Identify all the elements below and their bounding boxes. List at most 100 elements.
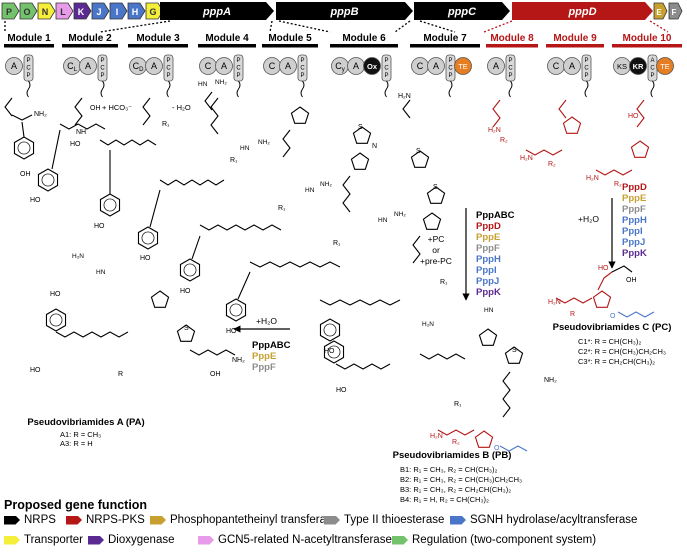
domain-label: Cy bbox=[335, 61, 345, 73]
enzyme-label-pb: PppD bbox=[476, 221, 501, 232]
pcp-domain: PCP bbox=[381, 54, 392, 98]
domain-label: KS bbox=[617, 62, 627, 71]
a-domain: A bbox=[5, 57, 23, 75]
gene-label: pppA bbox=[202, 6, 231, 18]
atom-label: OH bbox=[210, 371, 221, 378]
domain-label: A bbox=[285, 61, 291, 71]
pcp-domain: PCP bbox=[97, 54, 108, 98]
module-label: Module 8 bbox=[490, 33, 534, 44]
gene-letter: E bbox=[656, 8, 662, 17]
ks-domain: KS bbox=[613, 57, 631, 75]
aromatic-circle bbox=[49, 313, 63, 327]
gene-letter: L bbox=[60, 7, 66, 17]
aromatic-circle bbox=[327, 345, 341, 359]
gene-letter: G bbox=[149, 7, 156, 17]
gene-arrow-o: O bbox=[19, 2, 38, 20]
pa-variant: A3: R = H bbox=[60, 439, 93, 448]
atom-label: H₂N bbox=[586, 175, 599, 182]
domain-label: A bbox=[151, 61, 157, 71]
atom-label: N bbox=[372, 143, 377, 150]
atom-label: HN bbox=[378, 217, 388, 224]
atom-label: HN bbox=[484, 307, 494, 314]
ox-domain: Ox bbox=[363, 57, 381, 75]
carrier-letter: P bbox=[384, 73, 388, 79]
five-membered-ring bbox=[176, 324, 196, 342]
atom-label: HO bbox=[30, 197, 41, 204]
pc-variant: C2*: R = CH(CH₃)CH₂CH₃ bbox=[578, 347, 666, 356]
c-domain: C bbox=[199, 57, 217, 75]
gene-letter: I bbox=[116, 7, 119, 17]
atom-label: HO bbox=[324, 348, 335, 355]
atom-label: NH₂ bbox=[544, 377, 557, 384]
bond-chain bbox=[335, 363, 391, 370]
benzene-ring bbox=[99, 193, 121, 217]
gene-module-connector bbox=[419, 20, 456, 33]
pb-variant: B1: R₁ = CH₃, R₂ = CH(CH₃)₂ bbox=[400, 465, 497, 474]
carrier-letter: C bbox=[300, 66, 305, 72]
domain-circle bbox=[487, 57, 505, 75]
gene-arrow-shape bbox=[127, 2, 146, 20]
module-bar bbox=[4, 44, 54, 48]
gene-module-connector bbox=[483, 20, 513, 33]
aromatic-circle bbox=[229, 303, 243, 317]
module-bar bbox=[546, 44, 604, 48]
carrier-letter: P bbox=[584, 58, 588, 64]
aromatic-circle bbox=[103, 198, 117, 212]
bond-chain bbox=[502, 371, 511, 418]
gene-arrow-f: F bbox=[668, 2, 683, 20]
phosphopantetheine-arm bbox=[584, 80, 589, 98]
bond-chain bbox=[4, 97, 13, 117]
carrier-letter: P bbox=[384, 58, 388, 64]
atom-label: S bbox=[184, 325, 189, 332]
pb-variant: B3: R₁ = CH₃, R₂ = CH₂CH(CH₃)₂ bbox=[400, 485, 511, 494]
enzyme-label-pc: PppD bbox=[622, 182, 647, 193]
carrier-letter: P bbox=[300, 58, 304, 64]
gene-arrow-shape bbox=[276, 2, 413, 20]
domain-circle bbox=[563, 57, 581, 75]
pc-water: +H₂O bbox=[578, 214, 599, 224]
a-domain: A bbox=[79, 57, 97, 75]
reaction-arrows bbox=[233, 198, 616, 333]
enzyme-label-pb: PppK bbox=[476, 287, 501, 298]
atom-label: NH₂ bbox=[232, 357, 245, 364]
bond-chain bbox=[189, 349, 236, 356]
benzene-ring bbox=[323, 340, 345, 364]
gene-arrow-shape bbox=[73, 2, 92, 20]
bond-chain bbox=[492, 99, 501, 128]
gene-arrow-j: J bbox=[91, 2, 110, 20]
carrier-letter: C bbox=[448, 66, 453, 72]
five-membered-ring bbox=[350, 152, 370, 170]
carrier-letter: C bbox=[508, 66, 513, 72]
module-label: Module 5 bbox=[268, 33, 312, 44]
carrier-letter: C bbox=[584, 66, 589, 72]
atom-label: HO bbox=[336, 387, 347, 394]
pb-variant: B2: R₁ = CH₃, R₂ = CH(CH₃)CH₂CH₃ bbox=[400, 475, 522, 484]
domain-label: A bbox=[353, 61, 359, 71]
pcp-domain: PCP bbox=[445, 54, 456, 98]
enzyme-label-pc: PppJ bbox=[622, 237, 645, 248]
gene-module-connector bbox=[99, 20, 171, 33]
atom-label: R₁ bbox=[162, 121, 170, 128]
aromatic-circle bbox=[41, 173, 55, 187]
atom-label: R₁ bbox=[440, 279, 448, 286]
atom-label: HO bbox=[50, 291, 61, 298]
carrier-letter: P bbox=[508, 73, 512, 79]
carrier-letter: C bbox=[384, 66, 389, 72]
bond-chain bbox=[204, 91, 213, 111]
domain-label: A bbox=[11, 61, 17, 71]
bond-chain bbox=[11, 114, 33, 121]
benzene-ring bbox=[37, 168, 59, 192]
carrier-letter: A bbox=[650, 58, 654, 64]
carrier-letter: P bbox=[448, 73, 452, 79]
domain-label: A bbox=[433, 61, 439, 71]
domain-circle bbox=[363, 57, 381, 75]
module-bar bbox=[198, 44, 256, 48]
enzyme-label-pb: PppI bbox=[476, 265, 497, 276]
